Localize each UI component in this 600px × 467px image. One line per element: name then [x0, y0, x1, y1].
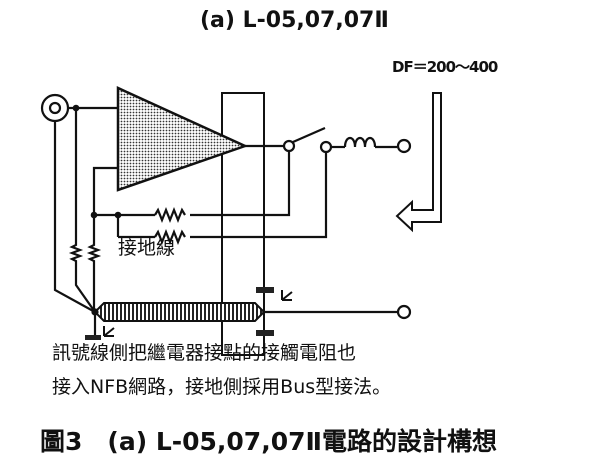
insulator-top — [256, 287, 274, 293]
feedback-resistor-2 — [116, 215, 186, 245]
note-line-1: 訊號線側把繼電器接點的接觸電阻也 — [52, 342, 357, 364]
output-terminal-ground — [396, 304, 412, 320]
relay-switch — [282, 126, 333, 154]
feedback-resistor-1 — [94, 207, 186, 223]
note-line-2: 接入NFB網路，接地側採用Bus型接法。 — [52, 376, 392, 398]
diagram-title: (a) L-05,07,07Ⅱ — [200, 8, 389, 33]
ground-line-label: 接地線 — [118, 237, 176, 259]
input-jack — [40, 93, 70, 123]
output-inductor — [343, 136, 397, 149]
chassis-panel — [221, 92, 265, 356]
insulator-bottom — [256, 330, 274, 336]
figure-caption: 圖3 (a) L-05,07,07Ⅱ電路的設計構想 — [40, 427, 497, 456]
damping-factor-arrow — [395, 92, 442, 233]
ground-arrow-icon — [103, 326, 115, 337]
ground-bus-bar — [93, 302, 266, 322]
damping-factor-label: DF＝200～400 — [392, 58, 498, 76]
chassis-ground-symbol — [85, 335, 101, 340]
amplifier-triangle — [116, 86, 249, 192]
feedback-ground-resistor — [86, 215, 102, 312]
insulator-arrow-icon — [281, 290, 293, 301]
input-resistor — [68, 108, 96, 313]
output-terminal-positive — [396, 138, 412, 154]
